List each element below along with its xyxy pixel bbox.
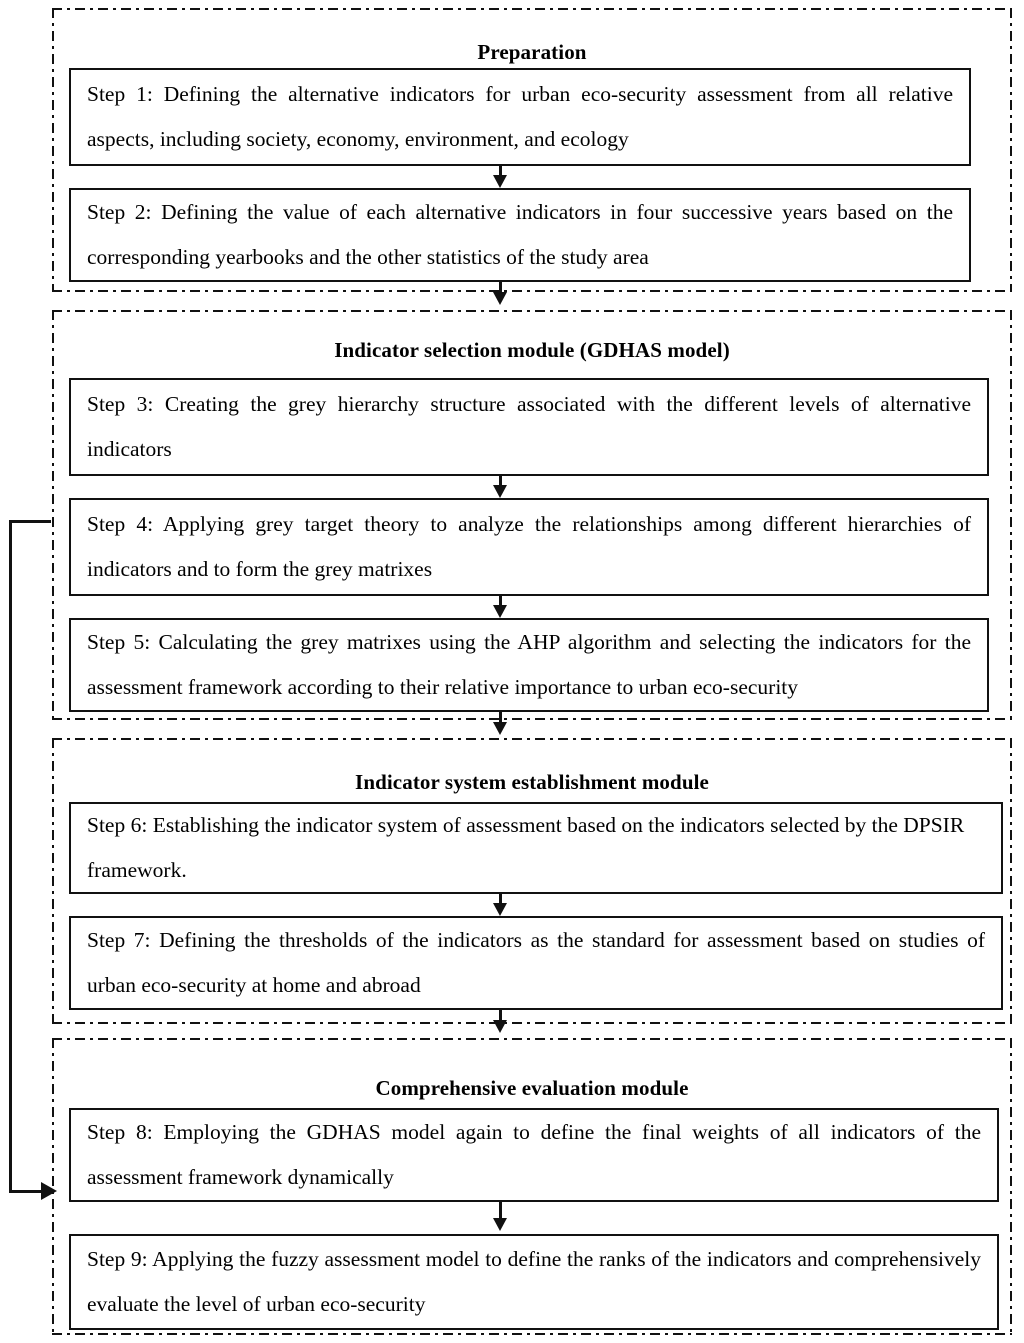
step-text-step8: Step 8: Employing the GDHAS model again … — [87, 1120, 981, 1189]
step-text-step7: Step 7: Defining the thresholds of the i… — [87, 928, 985, 997]
arrow-module3-to-module4-head — [493, 1020, 507, 1033]
step-box-step4: Step 4: Applying grey target theory to a… — [69, 498, 989, 596]
arrow-module1-to-module2-head — [493, 292, 507, 305]
step-text-step2: Step 2: Defining the value of each alter… — [87, 200, 953, 269]
step-text-step9: Step 9: Applying the fuzzy assessment mo… — [87, 1247, 981, 1316]
arrow-step3-to-step4-shaft — [499, 476, 502, 488]
step-text-step5: Step 5: Calculating the grey matrixes us… — [87, 630, 971, 699]
step-text-step3: Step 3: Creating the grey hierarchy stru… — [87, 392, 971, 461]
arrow-module3-to-module4-shaft — [499, 1010, 502, 1024]
arrow-step1-to-step2-shaft — [499, 166, 502, 178]
arrow-step8-to-step9-head — [493, 1218, 507, 1231]
module-title-indicator-selection: Indicator selection module (GDHAS model) — [334, 338, 730, 362]
step-box-step9: Step 9: Applying the fuzzy assessment mo… — [69, 1234, 999, 1330]
step-box-step2: Step 2: Defining the value of each alter… — [69, 188, 971, 282]
step-box-step8: Step 8: Employing the GDHAS model again … — [69, 1108, 999, 1202]
step-text-step4: Step 4: Applying grey target theory to a… — [87, 512, 971, 581]
step-text-step1: Step 1: Defining the alternative indicat… — [87, 82, 953, 151]
feedback-loop-vertical-segment — [9, 520, 12, 1192]
arrow-step6-to-step7-shaft — [499, 894, 502, 906]
arrow-step4-to-step5-shaft — [499, 596, 502, 608]
step-box-step3: Step 3: Creating the grey hierarchy stru… — [69, 378, 989, 476]
arrow-step4-to-step5-head — [493, 605, 507, 618]
arrow-module2-to-module3-head — [493, 722, 507, 735]
module-title-preparation: Preparation — [477, 40, 587, 64]
module-title-indicator-system-establishment: Indicator system establishment module — [355, 770, 709, 794]
feedback-loop-top-segment — [9, 520, 51, 523]
arrow-step1-to-step2-head — [493, 175, 507, 188]
step-box-step6: Step 6: Establishing the indicator syste… — [69, 802, 1003, 894]
feedback-loop-arrow-head — [41, 1182, 57, 1200]
step-text-step6: Step 6: Establishing the indicator syste… — [87, 813, 965, 882]
arrow-module2-to-module3-shaft — [499, 712, 502, 726]
step-box-step1: Step 1: Defining the alternative indicat… — [69, 68, 971, 166]
arrow-step8-to-step9-shaft — [499, 1202, 502, 1224]
arrow-step6-to-step7-head — [493, 903, 507, 916]
arrow-module1-to-module2-shaft — [499, 282, 502, 296]
step-box-step5: Step 5: Calculating the grey matrixes us… — [69, 618, 989, 712]
module-title-comprehensive-evaluation: Comprehensive evaluation module — [375, 1076, 689, 1100]
step-box-step7: Step 7: Defining the thresholds of the i… — [69, 916, 1003, 1010]
feedback-loop-bottom-segment — [9, 1190, 43, 1193]
arrow-step3-to-step4-head — [493, 485, 507, 498]
